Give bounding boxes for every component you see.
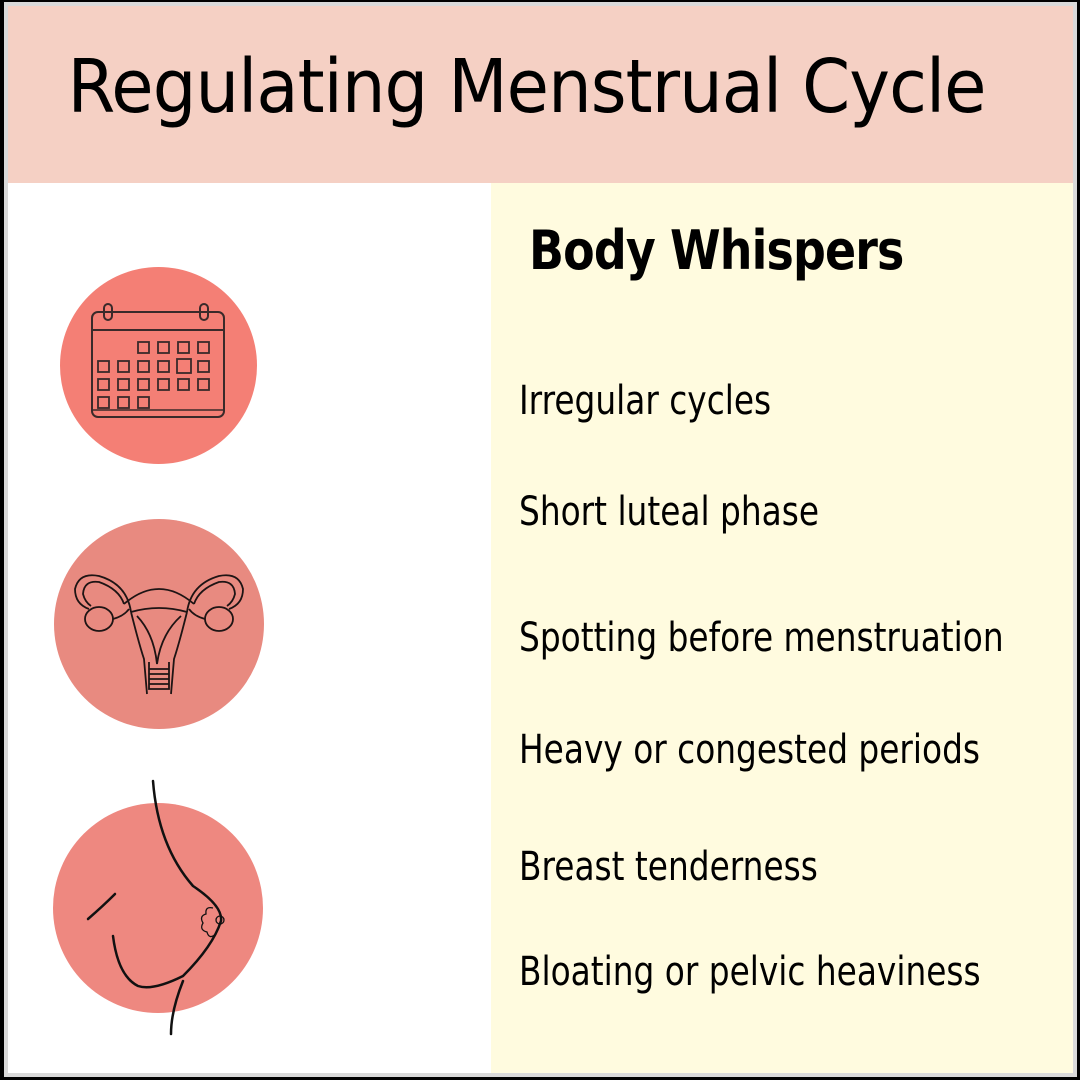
- symptom-item: Heavy or congested periods: [519, 727, 981, 773]
- breast-circle: [53, 803, 263, 1013]
- symptom-item: Breast tenderness: [519, 844, 818, 890]
- symptom-item: Spotting before menstruation: [519, 615, 1004, 661]
- symptom-item: Short luteal phase: [519, 489, 820, 535]
- panel-title: Body Whispers: [529, 219, 904, 282]
- uterus-circle: [54, 519, 264, 729]
- page-title: Regulating Menstrual Cycle: [67, 44, 986, 130]
- uterus-icon: [74, 574, 244, 695]
- calendar-icon: [91, 303, 225, 418]
- breast-icon: [86, 779, 225, 1036]
- body-whispers-panel: Body Whispers Irregular cycles Short lut…: [491, 183, 1073, 1073]
- header-banner: Regulating Menstrual Cycle: [8, 6, 1073, 183]
- calendar-circle: [60, 267, 257, 464]
- symptom-item: Bloating or pelvic heaviness: [519, 949, 981, 995]
- inner-frame: Regulating Menstrual Cycle: [4, 2, 1077, 1077]
- symptom-item: Irregular cycles: [519, 378, 772, 424]
